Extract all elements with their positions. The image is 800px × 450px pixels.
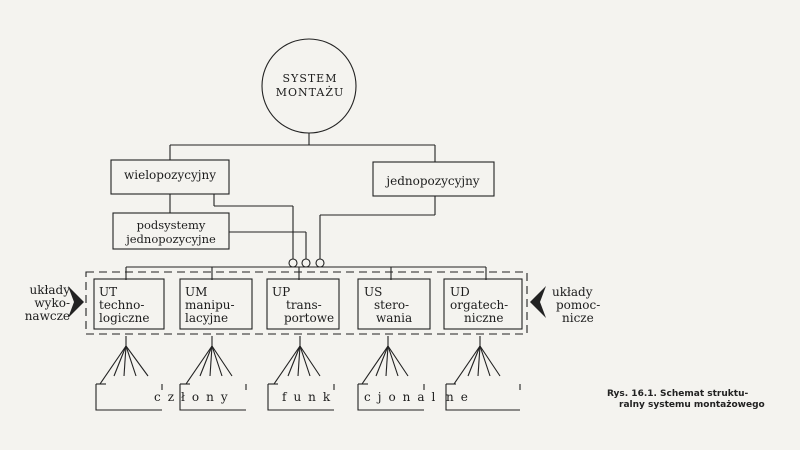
unit-line1: techno- <box>99 298 145 312</box>
bottom-bracket-1 <box>95 384 163 411</box>
fan-us <box>361 336 409 385</box>
unit-label-ut: UT techno- logiczne <box>99 286 149 325</box>
unit-label-up: UP trans- portowe <box>272 286 334 325</box>
unit-label-us: US stero- wania <box>364 286 412 325</box>
unit-line2: lacyjne <box>185 311 229 325</box>
junction-node-1 <box>288 258 298 268</box>
caption-line1: Rys. 16.1. Schemat struktu- <box>607 389 749 399</box>
dashed-enclosure <box>85 271 528 335</box>
fan-um <box>185 336 233 385</box>
fan-ud <box>453 336 501 385</box>
single-position-label: jednopozycyjny <box>386 174 480 188</box>
unit-code: UP <box>272 285 291 299</box>
unit-box-um <box>179 278 253 330</box>
unit-line1: trans- <box>286 298 322 312</box>
unit-line1: orgatech- <box>450 298 509 312</box>
figure-caption: Rys. 16.1. Schemat struktu- ralny system… <box>607 389 765 411</box>
bottom-label-part-2: funk <box>282 390 338 404</box>
unit-code: UM <box>185 285 208 299</box>
caption-line2: ralny systemu montażowego <box>619 400 765 410</box>
unit-box-ud <box>443 278 523 330</box>
left-chevron-arrow-icon <box>68 286 84 318</box>
multi-position-label: wielopozycyjny <box>123 168 216 182</box>
executive-line3: nawcze <box>24 309 70 323</box>
executive-line2: wyko- <box>34 296 70 310</box>
unit-label-ud: UD orgatech- niczne <box>450 286 508 325</box>
executive-systems-label: układy wyko- nawcze <box>8 284 70 323</box>
subsystems-box <box>112 212 230 250</box>
unit-label-um: UM manipu- lacyjne <box>185 286 235 325</box>
fan-up <box>273 336 321 385</box>
auxiliary-systems-label: układy pomoc- nicze <box>552 286 600 325</box>
subsystems-line2: jednopozycyjne <box>126 232 216 246</box>
auxiliary-line3: nicze <box>562 311 594 325</box>
unit-line2: portowe <box>284 311 335 325</box>
unit-box-us <box>357 278 431 330</box>
unit-box-ut <box>93 278 165 330</box>
unit-code: UD <box>450 285 470 299</box>
unit-box-up <box>266 278 340 330</box>
unit-code: UT <box>99 285 118 299</box>
bottom-label-part-1: człony <box>154 390 235 404</box>
bottom-label-part-3: cjonal <box>364 390 443 404</box>
bottom-bracket-4 <box>357 384 425 411</box>
right-chevron-arrow-icon <box>530 286 546 318</box>
executive-line1: układy <box>29 283 70 297</box>
single-position-box <box>372 161 495 197</box>
bottom-bracket-3 <box>267 384 335 411</box>
bottom-bracket-5 <box>445 384 521 411</box>
system-node-text: SYSTEM MONTAŻU <box>275 72 345 99</box>
fan-ut <box>99 336 149 385</box>
system-node-label: SYSTEM MONTAŻU <box>262 72 358 100</box>
unit-line2: niczne <box>464 311 504 325</box>
junction-node-3 <box>315 258 325 268</box>
subsystems-line1: podsystemy <box>136 218 206 232</box>
unit-code: US <box>364 285 383 299</box>
unit-line1: manipu- <box>185 298 235 312</box>
unit-line2: logiczne <box>99 311 150 325</box>
bottom-bracket-2 <box>179 384 247 411</box>
auxiliary-line2: pomoc- <box>556 298 601 312</box>
subsystems-label: podsystemy jednopozycyjne <box>114 218 228 246</box>
unit-line1: stero- <box>374 298 410 312</box>
auxiliary-line1: układy <box>552 285 593 299</box>
junction-node-2 <box>301 258 311 268</box>
unit-line2: wania <box>376 311 413 325</box>
bottom-label-part-4: ne <box>446 390 475 404</box>
